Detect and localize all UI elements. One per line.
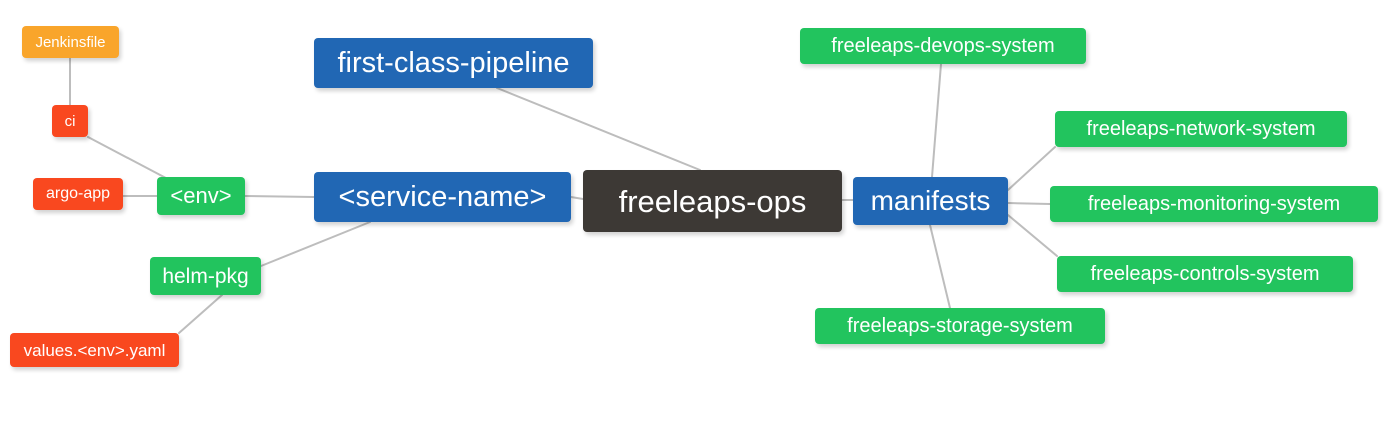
mindmap-node-first-class-pipeline[interactable]: first-class-pipeline bbox=[314, 38, 593, 88]
mindmap-node-label: freeleaps-ops bbox=[618, 183, 807, 219]
mindmap-node-label: first-class-pipeline bbox=[337, 46, 570, 79]
mindmap-edge bbox=[931, 63, 942, 178]
mindmap-node-env[interactable]: <env> bbox=[157, 177, 245, 215]
mindmap-edge bbox=[260, 221, 371, 267]
mindmap-edge bbox=[1007, 202, 1051, 205]
mindmap-edge bbox=[1007, 214, 1058, 257]
mindmap-node-values-yaml[interactable]: values.<env>.yaml bbox=[10, 333, 179, 367]
mindmap-node-argo-app[interactable]: argo-app bbox=[33, 178, 123, 210]
mindmap-node-label: values.<env>.yaml bbox=[23, 340, 166, 360]
mindmap-node-freeleaps-network-system[interactable]: freeleaps-network-system bbox=[1055, 111, 1347, 147]
mindmap-node-freeleaps-controls-system[interactable]: freeleaps-controls-system bbox=[1057, 256, 1353, 292]
mindmap-node-label: ci bbox=[64, 112, 76, 130]
mindmap-edge bbox=[244, 195, 315, 198]
mindmap-node-label: freeleaps-monitoring-system bbox=[1087, 193, 1341, 215]
mindmap-node-label: manifests bbox=[870, 185, 991, 216]
mindmap-node-label: Jenkinsfile bbox=[35, 33, 106, 51]
mindmap-node-label: freeleaps-storage-system bbox=[847, 315, 1073, 337]
mindmap-edge bbox=[178, 294, 223, 334]
mindmap-edge bbox=[570, 196, 584, 200]
mindmap-node-freeleaps-storage-system[interactable]: freeleaps-storage-system bbox=[815, 308, 1105, 344]
mindmap-node-label: helm-pkg bbox=[162, 264, 249, 288]
mindmap-node-label: <service-name> bbox=[338, 180, 547, 213]
mindmap-node-helm-pkg[interactable]: helm-pkg bbox=[150, 257, 261, 295]
mindmap-edge bbox=[496, 87, 701, 171]
mindmap-node-service-name[interactable]: <service-name> bbox=[314, 172, 571, 222]
mindmap-node-label: argo-app bbox=[45, 185, 111, 202]
mindmap-node-freeleaps-devops-system[interactable]: freeleaps-devops-system bbox=[800, 28, 1086, 64]
mindmap-node-freeleaps-ops[interactable]: freeleaps-ops bbox=[583, 170, 842, 232]
mindmap-node-jenkinsfile[interactable]: Jenkinsfile bbox=[22, 26, 119, 58]
mindmap-node-freeleaps-monitoring-system[interactable]: freeleaps-monitoring-system bbox=[1050, 186, 1378, 222]
mindmap-edge bbox=[929, 224, 951, 309]
mindmap-node-label: freeleaps-network-system bbox=[1086, 118, 1316, 140]
mindmap-node-label: freeleaps-devops-system bbox=[831, 35, 1055, 57]
mindmap-edge bbox=[1007, 146, 1056, 191]
mindmap-node-label: freeleaps-controls-system bbox=[1090, 263, 1320, 285]
mindmap-node-manifests[interactable]: manifests bbox=[853, 177, 1008, 225]
mindmap-node-ci[interactable]: ci bbox=[52, 105, 88, 137]
mindmap-node-label: <env> bbox=[170, 183, 232, 208]
